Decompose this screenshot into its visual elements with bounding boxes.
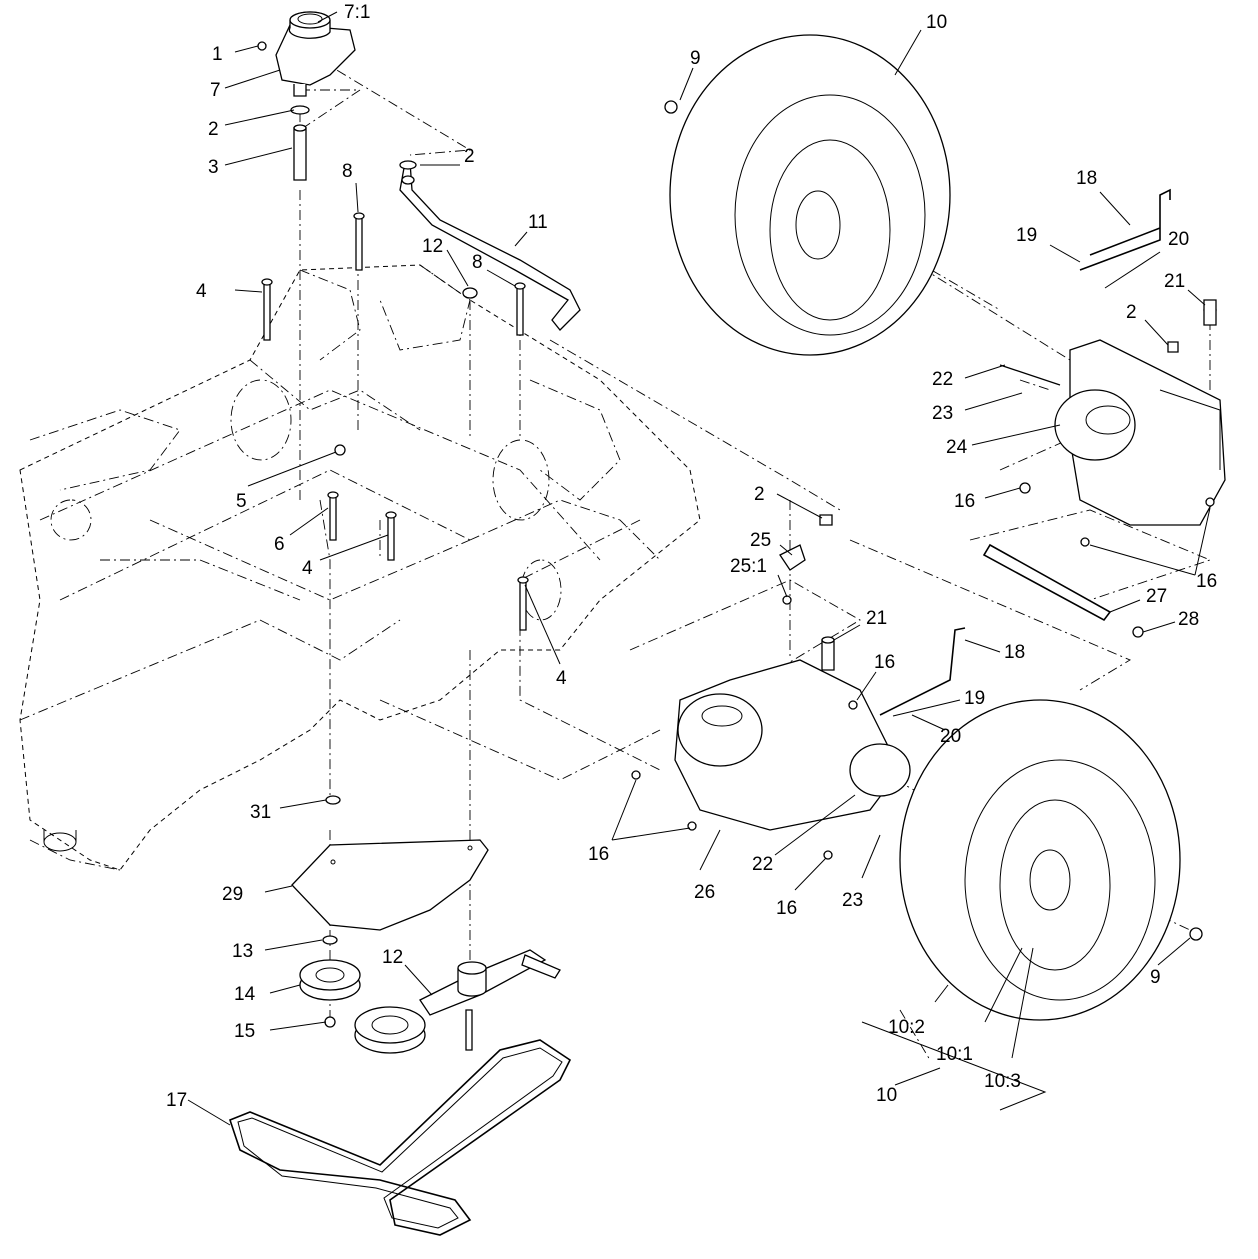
callout-26: 26: [694, 882, 715, 903]
callout-25-1: 25:1: [730, 556, 767, 577]
callout-27: 27: [1146, 586, 1167, 607]
callout-17: 17: [166, 1090, 187, 1111]
callout-6: 6: [274, 534, 285, 555]
callout-20: 20: [1168, 229, 1189, 250]
callout-28: 28: [1178, 609, 1199, 630]
bolts: [261, 212, 529, 805]
callout-31: 31: [250, 802, 271, 823]
control-rods: [779, 188, 1179, 716]
chassis-frame: [19, 264, 701, 871]
leader-lines: [187, 11, 1211, 1126]
rear-tire-upper: [664, 34, 951, 356]
transaxle-left: [631, 636, 911, 860]
callout-13: 13: [232, 941, 253, 962]
callout-16: 16: [954, 491, 975, 512]
pulleys: [299, 935, 561, 1054]
callout-4: 4: [556, 668, 567, 689]
callout-10-2: 10:2: [888, 1017, 925, 1038]
callout-10-3: 10:3: [984, 1071, 1021, 1092]
callout-4: 4: [302, 558, 313, 579]
callout-8: 8: [472, 252, 483, 273]
callout-19: 19: [964, 688, 985, 709]
callout-19: 19: [1016, 225, 1037, 246]
callout-18: 18: [1004, 642, 1025, 663]
callout-7-1: 7:1: [344, 2, 370, 23]
callout-1: 1: [212, 44, 223, 65]
callout-22: 22: [932, 369, 953, 390]
drive-belt: [229, 1039, 572, 1236]
hose-long: [399, 160, 581, 331]
callout-25: 25: [750, 530, 771, 551]
callout-labels: 1 7:1 7 2 3 2 8 11 12 8 4 5 6 4 4 31 29 …: [166, 2, 1217, 1111]
heat-shield: [291, 839, 489, 931]
callout-9: 9: [1150, 967, 1161, 988]
callout-16: 16: [874, 652, 895, 673]
callout-20: 20: [940, 726, 961, 747]
callout-5: 5: [236, 491, 247, 512]
callout-3: 3: [208, 157, 219, 178]
callout-21: 21: [1164, 271, 1185, 292]
callout-2: 2: [464, 146, 475, 167]
callout-21: 21: [866, 608, 887, 629]
callout-23: 23: [932, 403, 953, 424]
callout-10: 10: [876, 1085, 897, 1106]
hydraulic-reservoir: [257, 11, 356, 97]
callout-12: 12: [382, 947, 403, 968]
callout-11: 11: [528, 212, 548, 233]
callout-4: 4: [196, 281, 207, 302]
callout-12: 12: [422, 236, 443, 257]
callout-24: 24: [946, 437, 968, 458]
transaxle-right: [1019, 299, 1226, 547]
rear-tire-lower: [899, 699, 1203, 1021]
callout-16: 16: [1196, 571, 1217, 592]
callout-16: 16: [588, 844, 609, 865]
callout-10-1: 10:1: [936, 1044, 973, 1065]
callout-23: 23: [842, 890, 863, 911]
callout-7: 7: [210, 80, 221, 101]
callout-18: 18: [1076, 168, 1097, 189]
callout-2: 2: [208, 119, 219, 140]
hose-clamp: [290, 105, 310, 115]
callout-2: 2: [1126, 302, 1137, 323]
callout-16: 16: [776, 898, 797, 919]
callout-15: 15: [234, 1021, 255, 1042]
callout-22: 22: [752, 854, 773, 875]
callout-29: 29: [222, 884, 243, 905]
callout-9: 9: [690, 48, 701, 69]
callout-14: 14: [234, 984, 256, 1005]
hose-short: [293, 124, 307, 181]
callout-2: 2: [754, 484, 765, 505]
callout-8: 8: [342, 161, 353, 182]
callout-10: 10: [926, 12, 947, 33]
